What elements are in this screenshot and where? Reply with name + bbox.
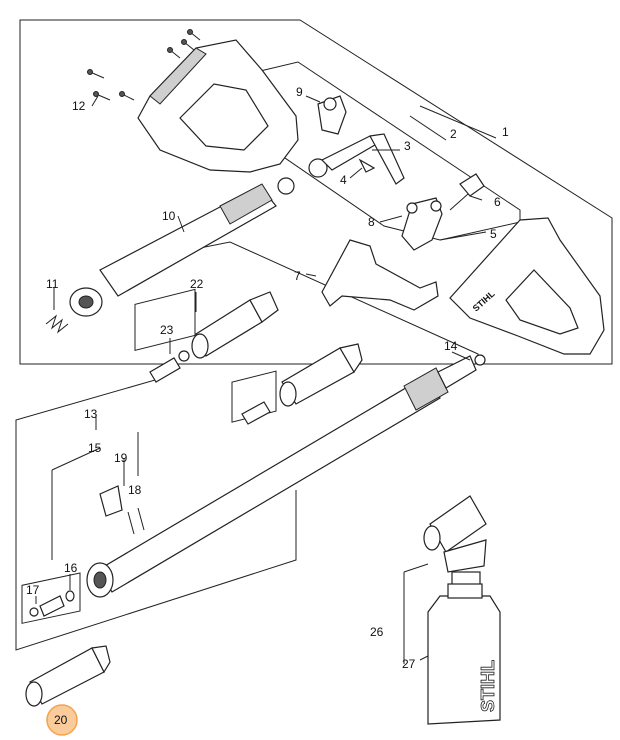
lance-part-13[interactable] bbox=[86, 354, 486, 598]
nozzle-part-mid[interactable] bbox=[279, 343, 363, 407]
callout-27[interactable]: 27 bbox=[402, 657, 416, 671]
nozzle-part-22[interactable] bbox=[191, 291, 279, 359]
valve-part-9[interactable] bbox=[317, 95, 347, 135]
callout-22[interactable]: 22 bbox=[190, 277, 204, 291]
callout-6[interactable]: 6 bbox=[494, 195, 501, 209]
leader-lines bbox=[35, 95, 497, 664]
nozzle-insert-mid[interactable] bbox=[241, 401, 271, 425]
callout-26[interactable]: 26 bbox=[370, 625, 384, 639]
trigger-lock-part-6[interactable] bbox=[449, 173, 485, 211]
oring-part-16[interactable] bbox=[65, 590, 75, 602]
callout-2[interactable]: 2 bbox=[450, 127, 457, 141]
group-23-box bbox=[134, 288, 196, 351]
handle-housing-part[interactable] bbox=[137, 39, 299, 173]
callout-12[interactable]: 12 bbox=[72, 99, 86, 113]
callout-23[interactable]: 23 bbox=[160, 323, 174, 337]
nozzle-part-20[interactable] bbox=[25, 645, 111, 707]
group-1-frame bbox=[19, 19, 613, 365]
callout-11[interactable]: 11 bbox=[46, 277, 59, 291]
insert-part-17[interactable] bbox=[29, 595, 65, 617]
callout-3[interactable]: 3 bbox=[404, 139, 411, 153]
lance-part-10[interactable] bbox=[69, 177, 295, 317]
pipe-part-3[interactable] bbox=[308, 133, 405, 185]
callout-1[interactable]: 1 bbox=[502, 125, 509, 139]
callout-labels: 1 2 3 4 5 6 7 8 9 10 11 12 13 14 15 16 1… bbox=[26, 85, 509, 727]
foam-nozzle-part-26[interactable] bbox=[423, 495, 487, 593]
callout-14[interactable]: 14 bbox=[444, 339, 458, 353]
callout-13[interactable]: 13 bbox=[84, 407, 98, 421]
trigger-lever-part-7[interactable] bbox=[321, 239, 439, 311]
spring-part-11[interactable] bbox=[45, 314, 69, 334]
foam-bottle-part-27[interactable]: STIHL bbox=[427, 583, 501, 725]
highlight-marker bbox=[46, 704, 78, 736]
callout-8[interactable]: 8 bbox=[368, 215, 375, 229]
gun-handle-part-1[interactable]: STIHL bbox=[449, 217, 605, 355]
nozzle-insert-part-23[interactable] bbox=[149, 350, 190, 383]
callout-10[interactable]: 10 bbox=[162, 209, 176, 223]
brand-text-bottle: STIHL bbox=[478, 660, 498, 712]
callout-4[interactable]: 4 bbox=[340, 173, 347, 187]
callout-5[interactable]: 5 bbox=[490, 227, 497, 241]
callout-18[interactable]: 18 bbox=[128, 483, 142, 497]
callout-17[interactable]: 17 bbox=[26, 583, 40, 597]
callout-9[interactable]: 9 bbox=[296, 85, 303, 99]
callout-7[interactable]: 7 bbox=[294, 269, 301, 283]
callout-15[interactable]: 15 bbox=[88, 441, 102, 455]
callout-19[interactable]: 19 bbox=[114, 451, 128, 465]
callout-16[interactable]: 16 bbox=[64, 561, 78, 575]
group-17-box bbox=[21, 572, 81, 624]
callout-20[interactable]: 20 bbox=[54, 713, 68, 727]
clip-part-19[interactable] bbox=[99, 485, 123, 517]
valve-block-part-8[interactable] bbox=[401, 197, 443, 251]
group-13-frame bbox=[15, 377, 297, 651]
screw-parts bbox=[87, 29, 201, 101]
clip-part-18[interactable] bbox=[127, 507, 145, 535]
